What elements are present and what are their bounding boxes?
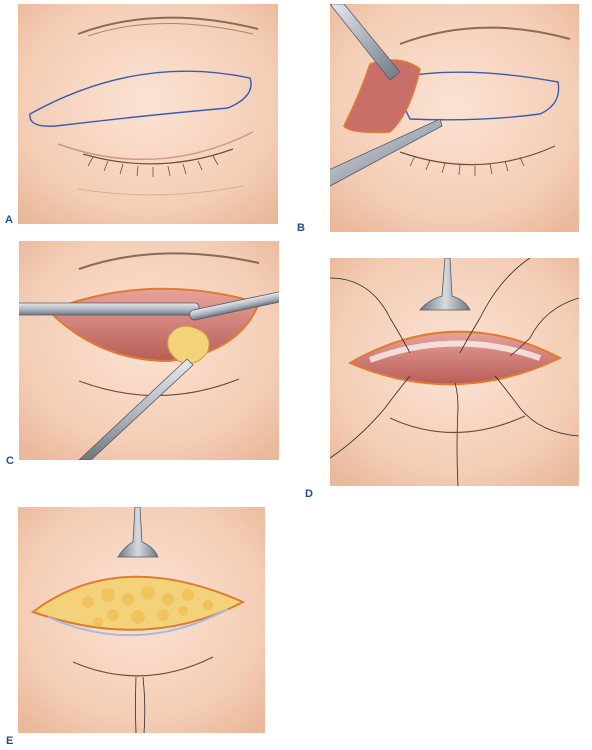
retractor (117, 507, 159, 558)
forceps (330, 4, 401, 81)
eyelash-line (389, 415, 526, 434)
eyelashes (409, 155, 525, 176)
hemostat (19, 302, 200, 316)
orbital-fat-pad (167, 325, 210, 365)
sutures (135, 676, 146, 733)
panel-label-e: E (6, 735, 14, 747)
panel-e-illustration (18, 507, 265, 733)
panel-label-d: D (305, 488, 313, 500)
panel-c-fat-removal (19, 241, 279, 460)
forceps (78, 358, 194, 460)
eyelash-line (82, 148, 234, 165)
panel-a-illustration (18, 4, 278, 224)
panel-label-b: B (297, 222, 305, 234)
scissors (189, 288, 279, 321)
eyelash-line (72, 656, 214, 677)
panel-e-fat-exposure (18, 507, 265, 733)
eyelashes (87, 155, 219, 177)
operative-window (347, 330, 563, 386)
skin-excision-outline (388, 71, 560, 121)
eyebrow-hair (87, 23, 254, 37)
panel-c-illustration (19, 241, 279, 460)
sutures (330, 258, 579, 486)
lower-lid-fold (77, 185, 244, 196)
retractor (419, 258, 471, 311)
eyelash-line (399, 145, 556, 166)
skin-background (18, 4, 278, 224)
eyebrow (77, 16, 259, 35)
skin-excision-outline (29, 70, 252, 127)
exposed-orbicularis-muscle (343, 59, 421, 134)
eyebrow (399, 26, 571, 45)
scissors (330, 118, 443, 187)
levator-aponeurosis (368, 340, 541, 363)
panel-b-illustration (330, 4, 579, 232)
panel-d-illustration (330, 258, 579, 486)
panel-b-skin-excision (330, 4, 579, 232)
upper-eyelid-crease (57, 131, 254, 161)
panel-a-incision-marking (18, 4, 278, 224)
panel-d-levator-exposure (330, 258, 579, 486)
orbital-septum-edge (47, 608, 229, 637)
eyebrow (78, 252, 260, 270)
panel-label-c: C (6, 455, 14, 467)
fat-lobules (82, 586, 213, 627)
panel-label-a: A (5, 214, 13, 226)
